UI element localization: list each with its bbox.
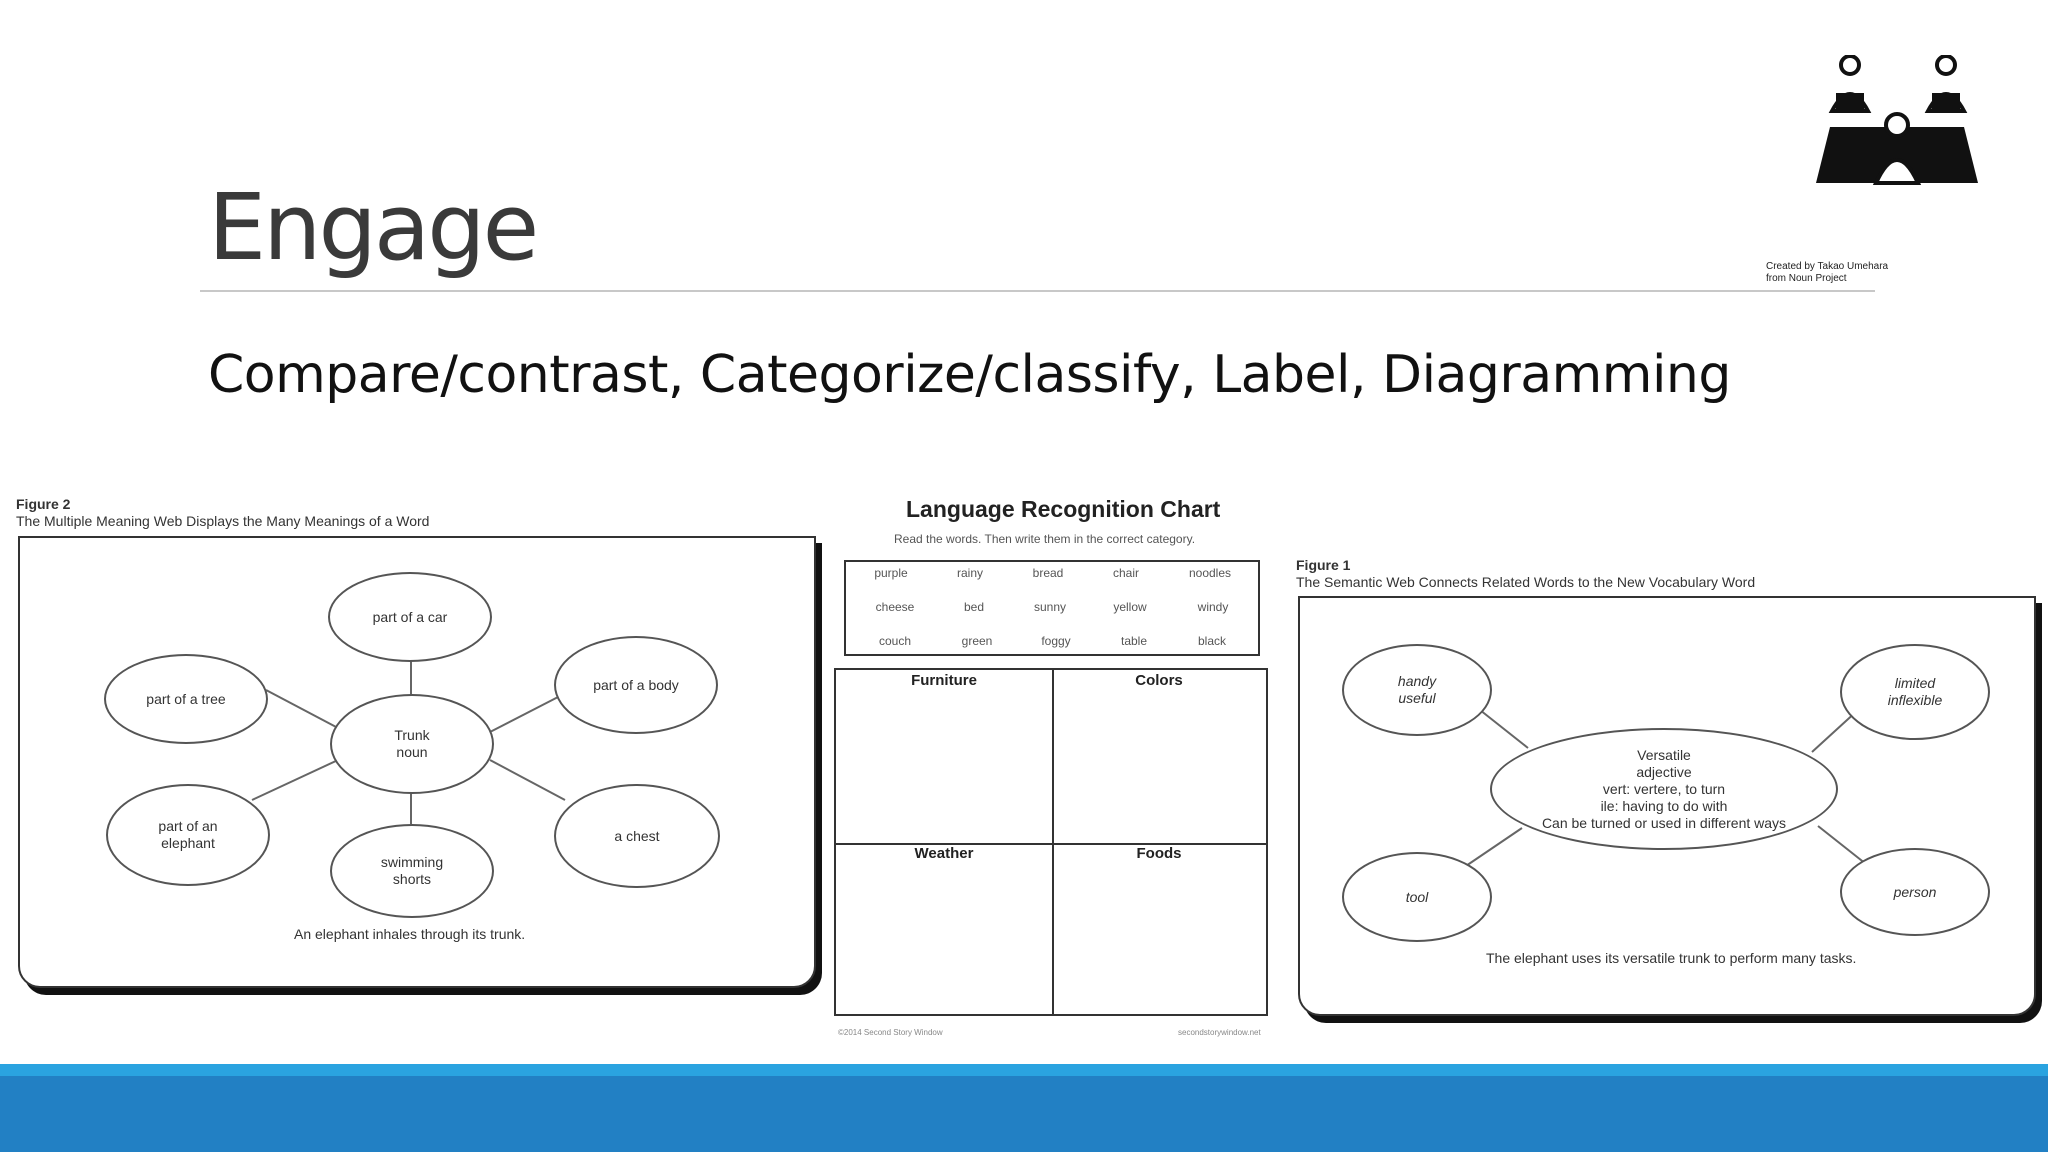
word-sunny: sunny — [1033, 600, 1067, 614]
figure1-caption-text: The Semantic Web Connects Related Words … — [1296, 574, 1756, 590]
figure2-sentence: An elephant inhales through its trunk. — [294, 926, 526, 942]
category-furniture: Furniture — [911, 672, 977, 689]
node-part-of-elephant: part of an elephant — [106, 784, 270, 886]
node-limited-inflexible: limited inflexible — [1840, 644, 1990, 740]
icon-credit: Created by Takao Umehara from Noun Proje… — [1766, 261, 1888, 285]
node-swimming-shorts: swimming shorts — [330, 824, 494, 918]
figure1-panel: handy useful limited inflexible Versatil… — [1298, 596, 2036, 1016]
credit-line-1: Created by Takao Umehara — [1766, 261, 1889, 272]
credit-line-2: from Noun Project — [1766, 273, 1847, 284]
chart-instructions: Read the words. Then write them in the c… — [894, 532, 1196, 546]
word-noodles: noodles — [1188, 566, 1232, 580]
word-couch: couch — [878, 634, 912, 648]
word-bank: purple rainy bread chair noodles cheese … — [844, 560, 1260, 656]
node-a-chest: a chest — [554, 784, 720, 888]
category-grid: Furniture Colors Weather Foods — [834, 668, 1268, 1016]
node-part-of-tree: part of a tree — [104, 654, 268, 744]
node-part-of-car: part of a car — [328, 572, 492, 662]
footer-accent-bar — [0, 1064, 2048, 1076]
figure1-label: Figure 1 — [1296, 557, 1351, 573]
category-weather: Weather — [914, 845, 974, 862]
figure2-caption-text: The Multiple Meaning Web Displays the Ma… — [16, 513, 430, 529]
chart-footer-right: secondstorywindow.net — [1178, 1028, 1261, 1037]
node-part-of-body: part of a body — [554, 636, 718, 734]
node-versatile-center: Versatile adjective vert: vertere, to tu… — [1490, 728, 1838, 850]
word-bread: bread — [1032, 566, 1064, 580]
chart-footer-left: ©2014 Second Story Window — [838, 1028, 943, 1037]
figure2-panel: part of a car part of a tree part of a b… — [18, 536, 816, 988]
category-colors: Colors — [1135, 672, 1183, 689]
node-handy-useful: handy useful — [1342, 644, 1492, 736]
figure2-caption: Figure 2 The Multiple Meaning Web Displa… — [16, 496, 429, 530]
chart-title: Language Recognition Chart — [906, 496, 1221, 522]
figure2-connectors — [251, 658, 566, 824]
word-green: green — [961, 634, 993, 648]
slide-subtitle: Compare/contrast, Categorize/classify, L… — [208, 345, 1731, 405]
word-chair: chair — [1112, 566, 1140, 580]
node-person: person — [1840, 848, 1990, 936]
grid-horizontal-divider — [836, 843, 1266, 845]
category-foods: Foods — [1136, 845, 1182, 862]
node-trunk-center: Trunk noun — [330, 694, 494, 794]
word-rainy: rainy — [956, 566, 984, 580]
people-reading-icon — [1816, 55, 1978, 185]
word-black: black — [1197, 634, 1227, 648]
footer-bar — [0, 1076, 2048, 1152]
word-windy: windy — [1197, 600, 1229, 614]
word-foggy: foggy — [1041, 634, 1071, 648]
figure2-label: Figure 2 — [16, 496, 71, 512]
grid-vertical-divider — [1052, 670, 1054, 1014]
title-divider — [200, 290, 1875, 292]
word-purple: purple — [874, 566, 908, 580]
word-yellow: yellow — [1113, 600, 1147, 614]
word-bed: bed — [963, 600, 985, 614]
figure1-caption: Figure 1 The Semantic Web Connects Relat… — [1296, 557, 1755, 591]
slide-title: Engage — [208, 174, 539, 281]
word-cheese: cheese — [875, 600, 915, 614]
node-tool: tool — [1342, 852, 1492, 942]
word-table: table — [1120, 634, 1148, 648]
figure1-sentence: The elephant uses its versatile trunk to… — [1486, 950, 1857, 966]
